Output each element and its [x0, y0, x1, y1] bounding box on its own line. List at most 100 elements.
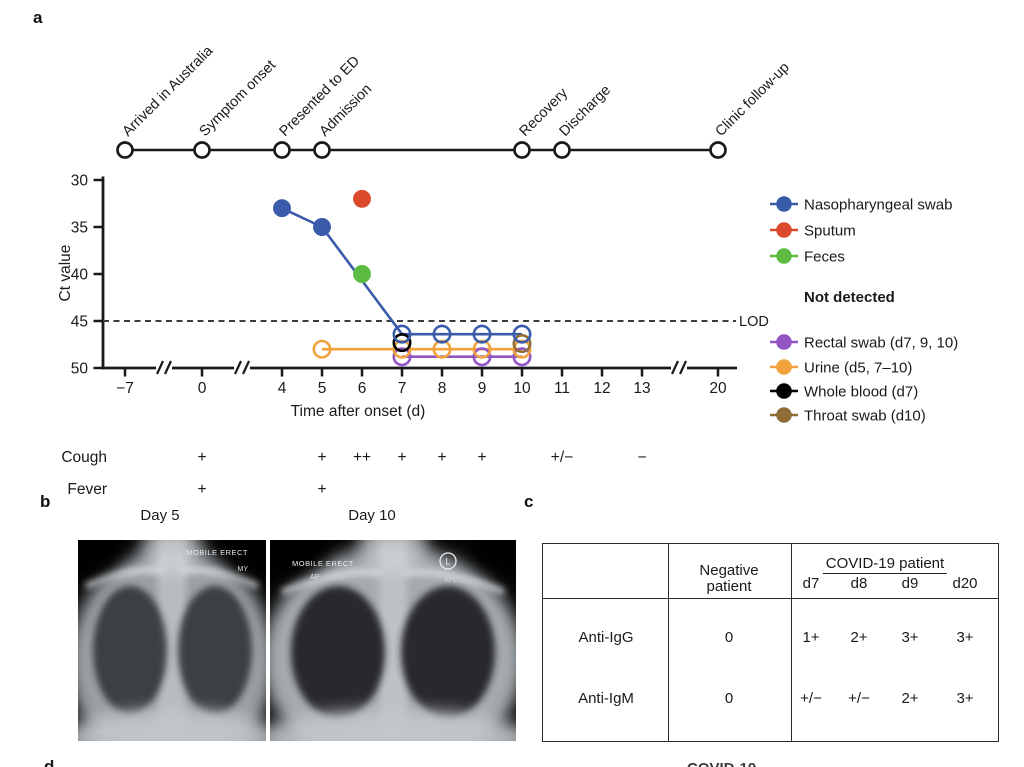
legend-item-label: Whole blood (d7): [804, 384, 918, 401]
axis-break: [242, 360, 250, 375]
y-tick-label: 50: [71, 361, 89, 378]
x-tick-label: 7: [398, 380, 407, 397]
data-point: [313, 218, 331, 236]
data-point: [392, 324, 412, 344]
timeline-event-marker: [193, 141, 211, 159]
xray-annotation-my: MY: [238, 566, 249, 573]
data-point: [472, 347, 492, 367]
y-axis-title: Ct value: [57, 245, 74, 302]
axis-break: [234, 360, 242, 375]
legend-section-not-detected: Not detected: [804, 289, 895, 306]
partial-caption: COVID-19: [687, 760, 756, 767]
xray-side-marker-l: L: [445, 557, 450, 567]
legend-item-label: Urine (d5, 7–10): [804, 360, 912, 377]
axis-break: [156, 360, 164, 375]
data-point: [392, 347, 412, 367]
timeline-event-marker: [553, 141, 571, 159]
xray-day5-title: Day 5: [140, 507, 180, 524]
x-tick-label: 5: [318, 380, 327, 397]
symptom-mark: +: [197, 481, 206, 498]
symptom-mark: +: [197, 449, 206, 466]
data-point: [432, 324, 452, 344]
timeline-event-label: Clinic follow-up: [713, 60, 793, 140]
legend-marker-dot: [776, 196, 792, 212]
legend-item-label: Rectal swab (d7, 9, 10): [804, 335, 958, 352]
anti-igm-d7: +/−: [800, 690, 822, 707]
table-divider-horizontal: [543, 598, 998, 600]
day-header-d9: d9: [901, 575, 919, 592]
legend-item-label: Throat swab (d10): [804, 408, 926, 425]
y-tick-label: 45: [71, 314, 88, 331]
symptom-mark: ++: [353, 449, 371, 466]
panel-d-label: d: [44, 757, 55, 767]
timeline-event-marker: [513, 141, 531, 159]
legend-marker-dot: [776, 248, 792, 264]
negative-patient-header: Negative patient: [699, 563, 758, 594]
legend-marker-dot: [776, 222, 792, 238]
x-tick-label: 4: [278, 380, 287, 397]
data-point: [273, 199, 291, 218]
x-tick-label: 0: [198, 380, 207, 397]
x-tick-label: 20: [709, 380, 727, 397]
table-divider-vertical: [791, 544, 793, 741]
xray-day10-image: MOBILE ERECT AP L KFC: [270, 540, 516, 741]
data-point: [472, 324, 492, 344]
day-header-d8: d8: [850, 575, 868, 592]
data-point: [432, 339, 452, 359]
row-label-anti-igg: Anti-IgG: [578, 629, 634, 646]
anti-igg-d8: 2+: [850, 629, 868, 646]
anti-igm-d20: 3+: [956, 690, 974, 707]
xray-annotation-kfc: KFC: [445, 577, 458, 584]
data-point: [512, 324, 532, 344]
axis-break: [679, 360, 687, 375]
anti-igm-d8: +/−: [848, 690, 870, 707]
anti-igg-d9: 3+: [901, 629, 919, 646]
xray-annotation-mobile-erect: MOBILE ERECT: [292, 559, 354, 568]
x-tick-label: 13: [633, 380, 650, 397]
symptom-mark: +: [317, 481, 326, 498]
legend-marker-dot: [776, 359, 792, 375]
x-tick-label: −7: [116, 380, 134, 397]
xray-day5-image: MOBILE ERECT MY: [78, 540, 266, 741]
x-axis-title: Time after onset (d): [291, 403, 426, 420]
data-series: [273, 189, 532, 367]
symptom-mark: +: [477, 449, 486, 466]
legend-item-label: Feces: [804, 249, 845, 266]
y-tick-label: 35: [71, 220, 88, 237]
x-tick-label: 12: [593, 380, 610, 397]
symptom-mark: −: [637, 449, 646, 466]
table-divider-vertical: [668, 544, 670, 741]
legend-item-label: Nasopharyngeal swab: [804, 197, 952, 214]
symptom-row-label: Fever: [67, 481, 107, 498]
row-label-anti-igm: Anti-IgM: [578, 690, 634, 707]
xray-annotation-ap: AP: [310, 574, 320, 581]
panel-a-label: a: [33, 8, 43, 27]
symptom-mark: +: [437, 449, 446, 466]
axis-break: [671, 360, 679, 375]
x-tick-label: 11: [554, 380, 570, 397]
data-point: [392, 333, 412, 353]
x-tick-label: 6: [358, 380, 367, 397]
lod-label: LOD: [739, 314, 769, 330]
anti-igg-d20: 3+: [956, 629, 974, 646]
legend-marker-dot: [776, 407, 792, 423]
legend-item-label: Sputum: [804, 223, 856, 240]
symptom-mark: +: [317, 449, 326, 466]
y-tick-label: 40: [71, 267, 89, 284]
x-tick-label: 9: [478, 380, 487, 397]
covid-patient-group-header: COVID-19 patient: [822, 555, 948, 574]
timeline-event-marker: [313, 141, 331, 159]
symptom-mark: +/−: [551, 449, 573, 466]
serology-table: Negative patient COVID-19 patient d7 d8 …: [542, 543, 999, 742]
timeline-event-marker: [116, 141, 134, 159]
day-header-d7: d7: [802, 575, 820, 592]
anti-igg-negative: 0: [724, 629, 734, 646]
legend-marker-dot: [776, 334, 792, 350]
legend-marker-dot: [776, 383, 792, 399]
negative-header-line2: patient: [706, 577, 752, 595]
symptom-mark: +: [397, 449, 406, 466]
